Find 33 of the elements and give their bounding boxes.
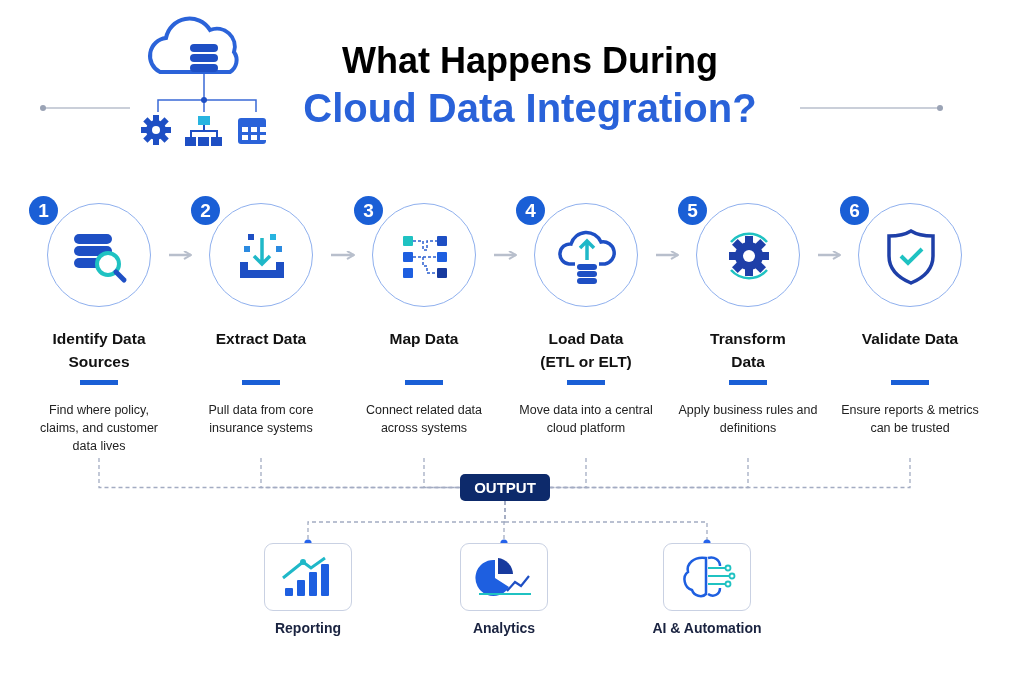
title: What Happens During bbox=[341, 40, 719, 82]
step-description: Connect related data across systems bbox=[364, 402, 484, 437]
step-number-badge: 5 bbox=[678, 196, 707, 225]
step-description: Find where policy, claims, and customer data lives bbox=[38, 402, 160, 455]
arrow bbox=[656, 250, 679, 260]
step-description: Pull data from core insurance systems bbox=[207, 402, 315, 437]
arrow bbox=[494, 250, 517, 260]
step-number-badge: 3 bbox=[354, 196, 383, 225]
subtitle: Cloud Data Integration? bbox=[302, 86, 758, 131]
step-number-badge: 4 bbox=[516, 196, 545, 225]
step-description: Move data into a central cloud platform bbox=[518, 402, 654, 437]
arrow bbox=[818, 250, 841, 260]
connector-line bbox=[549, 457, 749, 489]
output-label: Analytics bbox=[471, 620, 537, 636]
connector-line bbox=[549, 457, 911, 489]
arrow bbox=[331, 250, 355, 260]
step-title: Map Data bbox=[388, 329, 460, 349]
output-label: AI & Automation bbox=[651, 620, 763, 636]
output-badge: OUTPUT bbox=[460, 474, 550, 501]
step-title: Identify Data Sources bbox=[51, 329, 147, 372]
step-number-badge: 1 bbox=[29, 196, 58, 225]
step-title: Extract Data bbox=[214, 329, 308, 349]
step-description: Apply business rules and definitions bbox=[678, 402, 818, 437]
step-description: Ensure reports & metrics can be trusted bbox=[840, 402, 980, 437]
step-number-badge: 2 bbox=[191, 196, 220, 225]
step-title: Load Data (ETL or ELT) bbox=[539, 329, 633, 372]
step-title: Validate Data bbox=[860, 329, 960, 349]
connector-line bbox=[423, 457, 461, 489]
step-number-badge: 6 bbox=[840, 196, 869, 225]
arrow bbox=[169, 250, 192, 260]
connector-line bbox=[260, 457, 461, 489]
step-title: Transform Data bbox=[709, 329, 787, 372]
output-label: Reporting bbox=[273, 620, 343, 636]
